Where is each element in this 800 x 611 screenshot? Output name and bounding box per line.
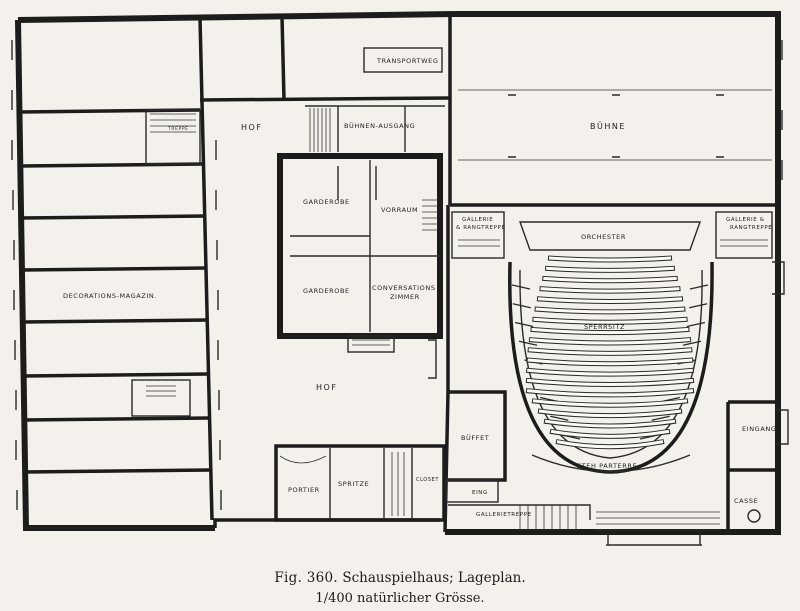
label-transportweg: TRANSPORTWEG	[376, 57, 438, 65]
figure-title: Schauspielhaus; Lageplan.	[342, 570, 526, 586]
label-portier: PORTIER	[288, 486, 320, 494]
label-gallerie-left-2: & RANGTREPPE	[456, 225, 506, 231]
seat-row-fill	[538, 409, 682, 418]
box-partition	[511, 284, 531, 290]
seat-row-fill	[527, 358, 693, 366]
label-casse: CASSE	[734, 497, 758, 505]
box-partition	[512, 303, 531, 309]
label-parterre: STEH PARTERRE	[577, 462, 637, 470]
label-decorations: DECORATIONS-MAGAZIN.	[63, 292, 157, 300]
auditorium	[428, 205, 789, 533]
label-conversations-1: CONVERSATIONS	[372, 284, 436, 292]
label-gallerietreppe: GALLERIETREPPE	[476, 512, 532, 518]
seat-row-fill	[528, 348, 692, 355]
seat-row-fill	[529, 338, 691, 345]
label-orchester: ORCHESTER	[581, 233, 626, 241]
scale-text: natürlicher Grösse.	[357, 591, 485, 606]
label-eingang: EINGANG	[742, 425, 776, 433]
top-rooms	[199, 14, 783, 207]
seat-row-fill	[550, 429, 670, 438]
figure-number: Fig. 360.	[274, 570, 339, 586]
label-sperrsitz: SPERRSITZ	[584, 323, 625, 331]
box-partition	[550, 415, 569, 421]
label-vorraum: VORRAUM	[381, 206, 418, 214]
seat-row-fill	[546, 266, 674, 272]
seat-row-fill	[543, 276, 677, 283]
box-partition	[682, 340, 702, 346]
label-closet: CLOSET	[416, 477, 439, 483]
figure-scale: 1/400 natürlicher Grösse.	[0, 591, 800, 606]
label-garderobe-2: GARDEROBE	[303, 287, 350, 295]
box-partition	[514, 321, 534, 328]
seat-row-fill	[544, 419, 676, 428]
seat-row-fill	[556, 440, 664, 449]
bottom-rooms	[274, 444, 720, 546]
label-hof-top: HOF	[241, 123, 262, 132]
box-partition	[686, 321, 706, 328]
figure-caption: Fig. 360. Schauspielhaus; Lageplan.	[0, 570, 800, 586]
magazine-wing	[11, 17, 222, 521]
label-eing: EING	[472, 490, 488, 496]
box-partition	[651, 415, 670, 421]
label-spritze: SPRITZE	[338, 480, 369, 488]
label-garderobe-1: GARDEROBE	[303, 198, 350, 206]
box-partition	[689, 284, 709, 290]
label-treppe: TREPPE	[167, 126, 189, 132]
label-gallerie-left-1: GALLERIE	[462, 217, 493, 223]
label-gallerie-right-2: RANGTREPPE	[730, 225, 772, 231]
seat-row-fill	[526, 378, 694, 386]
outer-walls	[15, 11, 781, 535]
seat-row-fill	[533, 317, 687, 324]
central-block	[277, 153, 443, 353]
label-conversations-2: ZIMMER	[390, 293, 420, 301]
scale-fraction: 1/400	[315, 591, 353, 606]
room-labels: TRANSPORTWEG BÜHNE HOF TREPPE BÜHNEN-AUS…	[63, 57, 776, 518]
seat-row-fill	[526, 389, 694, 397]
seat-row-fill	[531, 327, 689, 335]
label-buehnen-ausgang: BÜHNEN-AUSGANG	[344, 121, 415, 130]
box-partition	[689, 303, 708, 309]
seat-row-fill	[540, 287, 680, 293]
seat-row-fill	[535, 307, 685, 314]
box-partition	[518, 340, 538, 346]
seat-row-fill	[537, 297, 683, 303]
label-hof-main: HOF	[316, 383, 337, 392]
label-gallerie-right-1: GALLERIE &	[726, 217, 765, 223]
label-buffet: BÜFFET	[461, 433, 489, 442]
seat-row-fill	[548, 256, 672, 262]
label-buehne: BÜHNE	[590, 121, 626, 131]
seat-row-fill	[532, 399, 688, 407]
seat-row-fill	[527, 368, 693, 376]
